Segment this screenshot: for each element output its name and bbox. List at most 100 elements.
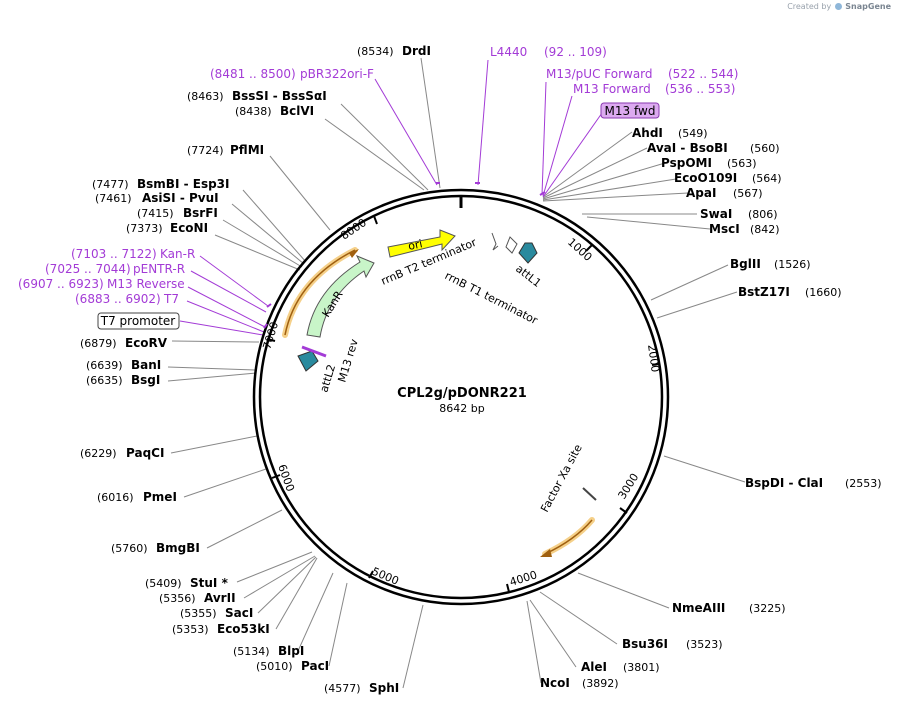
primer-label[interactable]: M13/pUC Forward	[546, 67, 653, 81]
enzyme-label[interactable]: NcoI	[540, 676, 570, 690]
primer-label[interactable]: Kan-R	[160, 247, 195, 261]
enzyme-label[interactable]: Bsu36I	[622, 637, 668, 651]
enzyme-pos: (8534)	[357, 45, 394, 58]
enzyme-pos: (3523)	[686, 638, 723, 651]
enzyme-label[interactable]: Eco53kI	[217, 622, 270, 636]
enzyme-pos: (842)	[750, 223, 780, 236]
plasmid-name: CPL2g/pDONR221	[397, 386, 527, 401]
enzyme-pos: (7477)	[92, 178, 129, 191]
enzyme-pos: (7373)	[126, 222, 163, 235]
primer-label[interactable]: pBR322ori-F	[300, 67, 374, 81]
enzyme-pos: (5760)	[111, 542, 148, 555]
m13fwd-label: M13 fwd	[605, 104, 656, 118]
enzyme-pos: (3892)	[582, 677, 619, 690]
enzyme-label[interactable]: BglII	[730, 257, 761, 271]
enzyme-label[interactable]: PmeI	[143, 490, 177, 504]
enzyme-label[interactable]: BstZ17I	[738, 285, 790, 299]
tick-4000: 4000	[508, 568, 539, 589]
enzyme-pos: (5356)	[159, 592, 196, 605]
enzyme-label[interactable]: BmgBI	[156, 541, 200, 555]
enzyme-label[interactable]: PspOMI	[661, 156, 712, 170]
credit-prefix: Created by	[787, 2, 832, 11]
factorxa-label: Factor Xa site	[538, 442, 585, 514]
enzyme-label[interactable]: BlpI	[278, 644, 304, 658]
enzyme-label[interactable]: BsgI	[131, 373, 160, 387]
primer-range: (536 .. 553)	[665, 82, 735, 96]
enzyme-label[interactable]: SphI	[369, 681, 399, 695]
enzyme-label[interactable]: AsiSI - PvuI	[142, 191, 219, 205]
ori-label: ori	[407, 237, 424, 253]
enzyme-pos: (5355)	[180, 607, 217, 620]
tick-1000: 1000	[565, 236, 595, 264]
m13rev-primer-mark	[301, 345, 327, 358]
enzyme-label[interactable]: EcoNI	[170, 221, 208, 235]
primer-leader-lines	[179, 59, 603, 336]
enzyme-label[interactable]: ApaI	[686, 186, 716, 200]
enzyme-label[interactable]: BclVI	[280, 104, 314, 118]
enzyme-pos: (5353)	[172, 623, 209, 636]
enzyme-pos: (5010)	[256, 660, 293, 673]
primer-label[interactable]: M13 Forward	[573, 82, 651, 96]
enzyme-label[interactable]: BanI	[131, 358, 161, 372]
ori-feature[interactable]	[387, 229, 456, 258]
enzyme-pos: (8463)	[187, 90, 224, 103]
enzyme-pos: (5409)	[145, 577, 182, 590]
enzyme-pos: (3225)	[749, 602, 786, 615]
enzyme-pos: (563)	[727, 157, 757, 170]
enzyme-label[interactable]: MscI	[709, 222, 740, 236]
kanr-feature[interactable]	[306, 255, 375, 338]
enzyme-label[interactable]: PaqCI	[126, 446, 164, 460]
enzyme-label[interactable]: SwaI	[700, 207, 732, 221]
enzyme-label[interactable]: BsmBI - Esp3I	[137, 177, 229, 191]
enzyme-label[interactable]: PacI	[301, 659, 329, 673]
factorxa-mark	[582, 487, 597, 501]
enzyme-label[interactable]: BspDI - ClaI	[745, 476, 823, 490]
enzyme-label[interactable]: StuI *	[190, 576, 229, 590]
enzyme-label[interactable]: AhdI	[632, 126, 663, 140]
enzyme-label[interactable]: BsrFI	[183, 206, 218, 220]
tick-3000: 3000	[616, 471, 642, 502]
enzyme-pos: (4577)	[324, 682, 361, 695]
tick-7000: 7000	[260, 320, 281, 351]
primer-label[interactable]: L4440	[490, 45, 527, 59]
t7-promoter-label: T7 promoter	[100, 314, 176, 328]
enzyme-pos: (7724)	[187, 144, 224, 157]
primer-labels: L4440 (92 .. 109) M13/pUC Forward (522 .…	[18, 45, 738, 306]
primer-range: (7025 .. 7044)	[45, 262, 131, 276]
attl1-label: attL1	[513, 262, 543, 290]
enzyme-label[interactable]: BssSI - BssSαI	[232, 89, 327, 103]
enzyme-label[interactable]: AvrII	[204, 591, 236, 605]
snapgene-credit: Created by SnapGene	[787, 2, 891, 11]
enzyme-pos: (549)	[678, 127, 708, 140]
enzyme-pos: (6016)	[97, 491, 134, 504]
enzyme-pos: (6639)	[86, 359, 123, 372]
enzyme-label[interactable]: AleI	[581, 660, 607, 674]
enzyme-label[interactable]: PflMI	[230, 143, 264, 157]
primer-range: (7103 .. 7122)	[71, 247, 157, 261]
t7-promoter-box[interactable]	[97, 312, 180, 330]
enzyme-label[interactable]: EcoRV	[125, 336, 168, 350]
primer-range: (6883 .. 6902)	[75, 292, 161, 306]
primer-label[interactable]: M13 Reverse	[107, 277, 185, 291]
attl2-feature[interactable]	[297, 350, 319, 372]
orange-arc-bottom-head	[540, 549, 552, 557]
scale-tick-marks	[266, 215, 661, 593]
enzyme-label[interactable]: AvaI - BsoBI	[647, 141, 728, 155]
enzyme-pos: (7415)	[137, 207, 174, 220]
primer-label[interactable]: T7	[163, 292, 179, 306]
enzyme-label[interactable]: SacI	[225, 606, 253, 620]
enzyme-leader-lines	[167, 57, 746, 689]
primer-label[interactable]: pENTR-R	[133, 262, 185, 276]
enzyme-label[interactable]: DrdI	[402, 44, 431, 58]
rrnb-t1-terminator-glyph	[505, 236, 518, 254]
enzyme-pos: (2553)	[845, 477, 882, 490]
enzyme-label[interactable]: NmeAIII	[672, 601, 725, 615]
enzyme-pos: (1660)	[805, 286, 842, 299]
enzyme-label[interactable]: EcoO109I	[674, 171, 737, 185]
m13fwd-box[interactable]	[600, 102, 660, 119]
primer-range: (8481 .. 8500)	[210, 67, 296, 81]
enzyme-pos: (6635)	[86, 374, 123, 387]
attl1-feature[interactable]	[518, 242, 538, 264]
m13rev-label: M13 rev	[335, 337, 361, 384]
